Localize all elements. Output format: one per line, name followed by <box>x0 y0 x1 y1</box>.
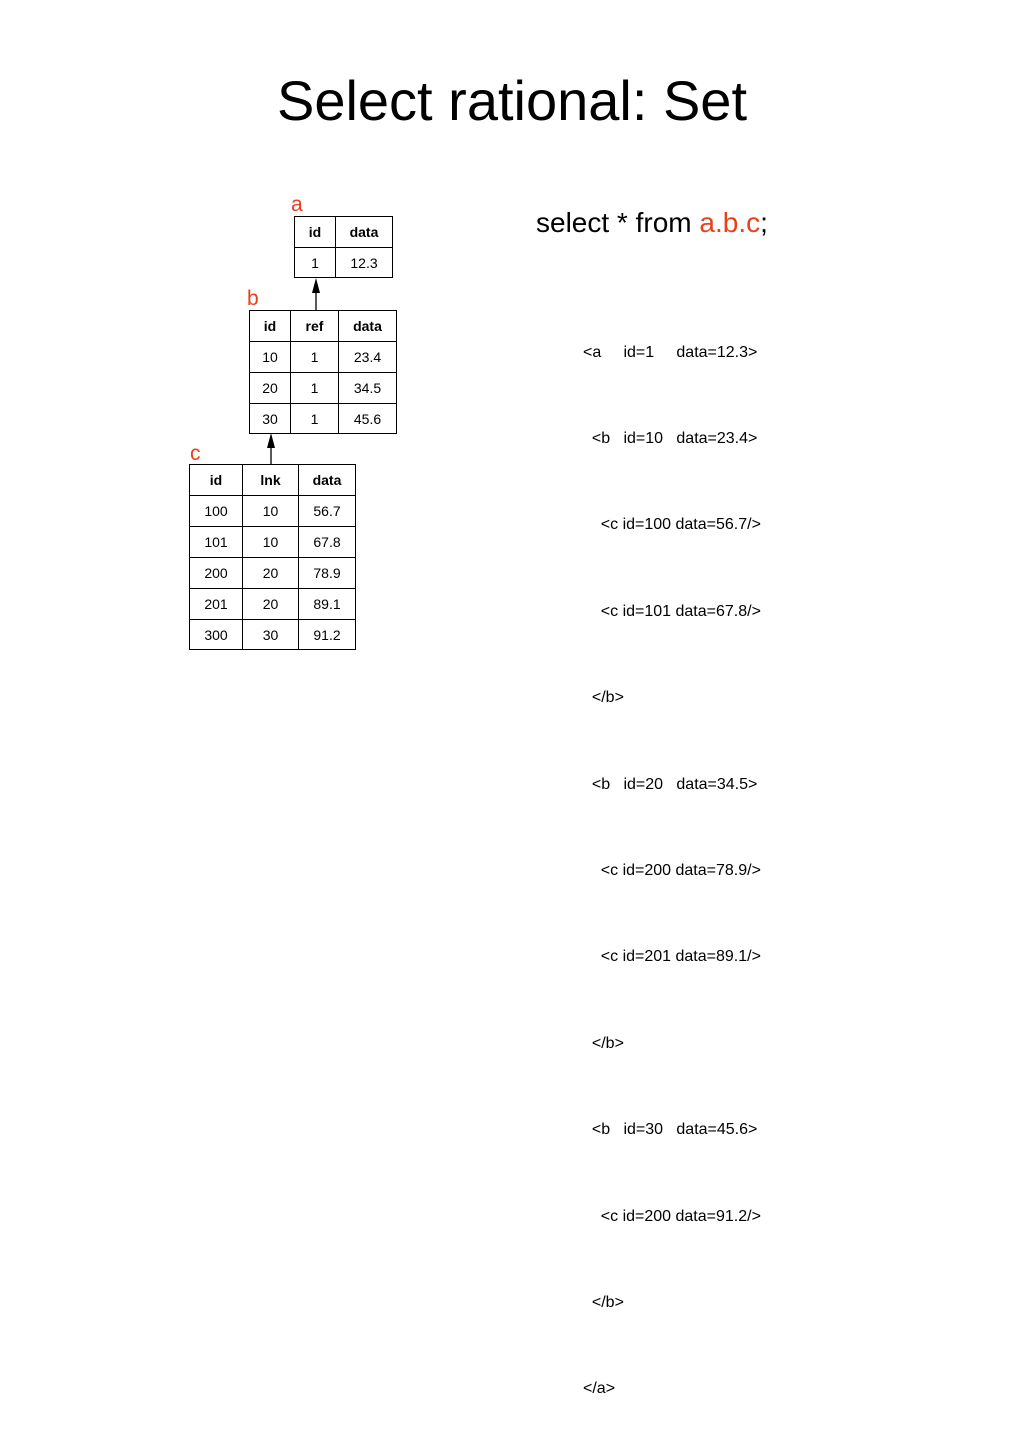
table-cell: 45.6 <box>338 403 397 434</box>
xml-line: <c id=200 data=91.2/> <box>583 1207 761 1225</box>
table-cell: 10 <box>242 526 299 558</box>
table-a-label: a <box>291 193 303 216</box>
table-cell: 91.2 <box>298 619 356 650</box>
reference-arrows <box>267 278 320 464</box>
query-suffix: ; <box>760 207 768 238</box>
xml-result: <a id=1 data=12.3> <b id=10 data=23.4> <… <box>583 281 761 1433</box>
table-cell: 200 <box>189 557 243 589</box>
xml-line: <c id=200 data=78.9/> <box>583 861 761 879</box>
table-c-label: c <box>190 442 201 465</box>
xml-line: </a> <box>583 1380 616 1398</box>
xml-line: <b id=20 data=34.5> <box>583 775 758 793</box>
table-cell: 23.4 <box>338 341 397 373</box>
table-cell: 30 <box>242 619 299 650</box>
table-cell: 20 <box>242 588 299 620</box>
table-cell: 12.3 <box>335 247 393 278</box>
table-cell: 56.7 <box>298 495 356 527</box>
xml-line: </b> <box>583 1034 624 1052</box>
xml-line: <c id=100 data=56.7/> <box>583 516 761 534</box>
xml-line: </b> <box>583 689 624 707</box>
table-c-header-lnk: lnk <box>242 464 299 496</box>
table-cell: 1 <box>290 341 339 373</box>
query-path: a.b.c <box>699 207 761 238</box>
arrow-b-to-a <box>312 278 320 310</box>
slide-title: Select rational: Set <box>276 69 748 132</box>
table-b-header-ref: ref <box>290 310 339 342</box>
xml-line: <a id=1 data=12.3> <box>583 343 758 361</box>
table-b-header-id: id <box>249 310 291 342</box>
table-cell: 20 <box>242 557 299 589</box>
sql-query: select * from a.b.c; <box>536 206 768 240</box>
xml-line: <c id=101 data=67.8/> <box>583 602 761 620</box>
table-cell: 300 <box>189 619 243 650</box>
xml-line: <b id=10 data=23.4> <box>583 429 758 447</box>
table-cell: 30 <box>249 403 291 434</box>
xml-line: <c id=201 data=89.1/> <box>583 948 761 966</box>
xml-line: </b> <box>583 1293 624 1311</box>
table-cell: 201 <box>189 588 243 620</box>
query-prefix: select * from <box>536 207 700 238</box>
table-cell: 89.1 <box>298 588 356 620</box>
arrow-c-to-b <box>267 433 275 464</box>
table-cell: 1 <box>294 247 336 278</box>
table-a-header-id: id <box>294 216 336 248</box>
table-c-header-data: data <box>298 464 356 496</box>
table-b-label: b <box>247 287 259 310</box>
xml-line: <b id=30 data=45.6> <box>583 1121 758 1139</box>
table-cell: 20 <box>249 372 291 404</box>
table-cell: 1 <box>290 372 339 404</box>
